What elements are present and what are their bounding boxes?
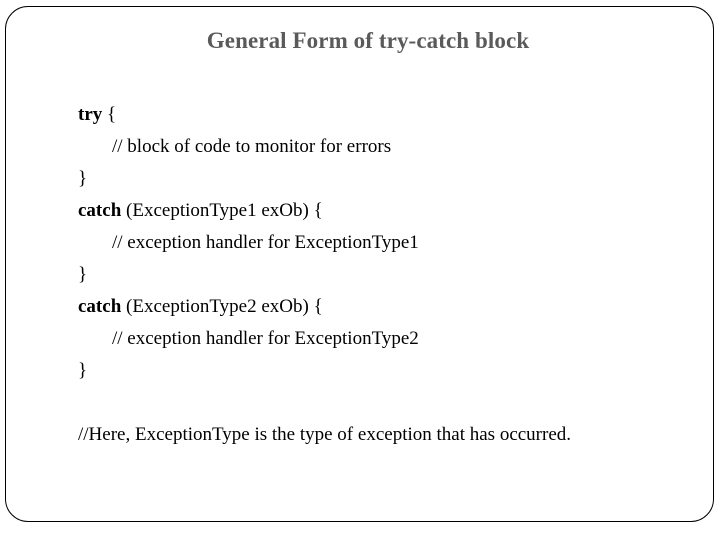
code-line: // block of code to monitor for errors [78,131,698,163]
code-keyword: try [78,104,103,125]
explanatory-note: //Here, ExceptionType is the type of exc… [78,424,572,445]
code-text: (ExceptionType1 exOb) { [121,200,323,221]
code-text: // block of code to monitor for errors [112,136,392,157]
code-text: { [102,104,117,125]
code-line: } [78,259,698,291]
slide-border-frame [5,6,714,522]
code-text: // exception handler for ExceptionType1 [112,232,419,253]
code-text: } [78,360,88,381]
code-text: } [78,264,88,285]
code-line: try { [78,99,698,131]
code-line: // exception handler for ExceptionType1 [78,227,698,259]
page-title: General Form of try-catch block [206,28,530,53]
code-block: try { // block of code to monitor for er… [78,99,698,451]
code-text: } [78,168,88,189]
code-line: catch (ExceptionType2 exOb) { [78,291,698,323]
code-line: } [78,163,698,195]
code-line: // exception handler for ExceptionType2 [78,323,698,355]
code-line: } [78,355,698,387]
code-spacer-line [78,387,698,419]
code-line: catch (ExceptionType1 exOb) { [78,195,698,227]
code-text: (ExceptionType2 exOb) { [121,296,323,317]
code-keyword: catch [78,200,122,221]
code-text: // exception handler for ExceptionType2 [112,328,419,349]
code-keyword: catch [78,296,122,317]
